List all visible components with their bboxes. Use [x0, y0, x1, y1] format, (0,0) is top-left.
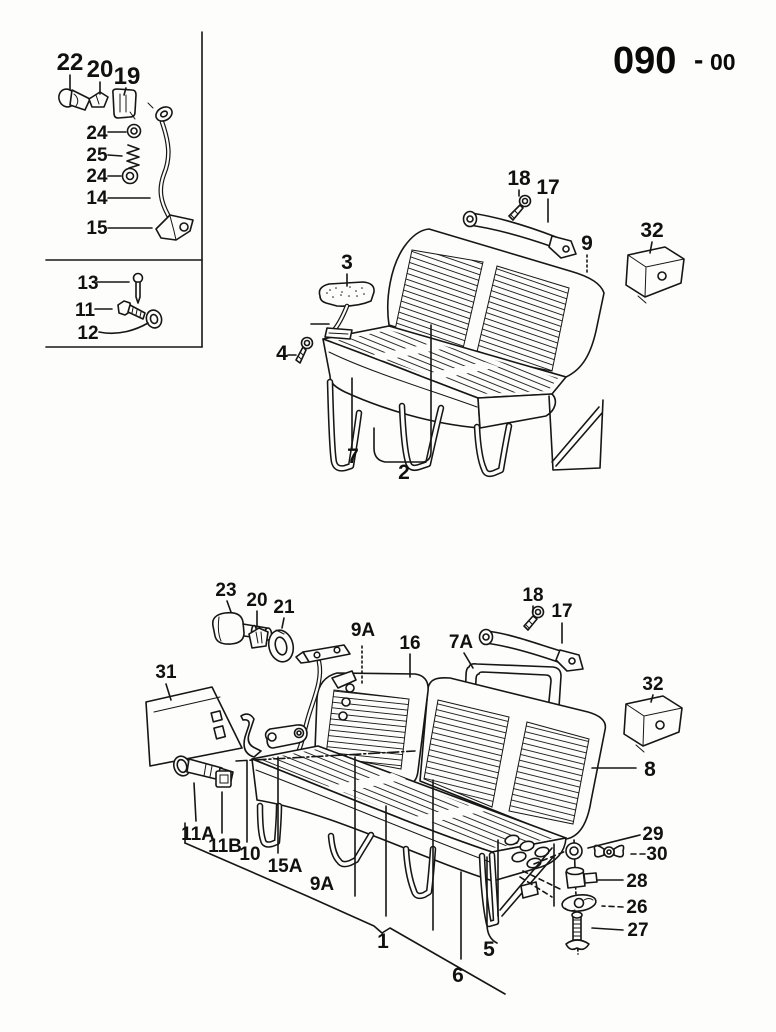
- part-label-16: 16: [399, 633, 420, 654]
- upper-seat-assembly: 18 17 9 32 3 4 7 2: [276, 167, 685, 484]
- ashtray-lower: [623, 695, 683, 753]
- lower-backrest-left: [314, 670, 429, 786]
- plug-part: [58, 88, 91, 111]
- part-label-19: 19: [114, 63, 141, 90]
- pivot-arm-part: [264, 724, 308, 749]
- spacer-block-part: [565, 866, 598, 889]
- hinge-strap-lower: [478, 628, 584, 672]
- part-label-17b: 17: [551, 601, 572, 622]
- part-label-10: 10: [239, 844, 260, 865]
- escutcheon-ring-part: [267, 629, 295, 663]
- part-label-32b: 32: [642, 674, 663, 695]
- bolt-part: [117, 300, 146, 320]
- latch-hardware-group: 22 20 19 24 25 24 14 15: [57, 49, 194, 241]
- side-board-part: [145, 686, 243, 767]
- clip-part-b: [248, 627, 269, 649]
- part-label-11a: 11A: [181, 824, 215, 845]
- part-label-14: 14: [86, 188, 108, 209]
- wing-nut-part: [593, 844, 625, 858]
- strap-screw-upper: [508, 194, 532, 221]
- nut-29-part: [565, 842, 583, 860]
- part-label-17a: 17: [536, 176, 559, 199]
- part-label-22: 22: [57, 49, 84, 76]
- part-label-6: 6: [452, 964, 464, 987]
- part-label-15: 15: [86, 218, 108, 239]
- armrest-screw: [295, 336, 314, 364]
- part-label-30: 30: [646, 844, 667, 865]
- clip-part-a: [88, 91, 109, 108]
- hinge-pin-group: 13 11 12: [75, 272, 163, 344]
- nut-part: [121, 167, 139, 185]
- part-label-20a: 20: [87, 56, 114, 83]
- spring-part: [126, 144, 140, 169]
- leader-lines-box: [94, 281, 149, 335]
- page-code-suffix: 00: [710, 49, 736, 75]
- upper-backrest: [386, 228, 605, 378]
- part-label-4: 4: [276, 342, 288, 365]
- part-label-3: 3: [341, 251, 353, 274]
- pin-part: [132, 272, 144, 304]
- part-label-1: 1: [377, 930, 389, 953]
- page-code-main: 090: [613, 40, 676, 82]
- leader-lines-topleft: [69, 74, 153, 229]
- part-label-11b: 11B: [208, 836, 242, 857]
- part-label-7a: 7A: [449, 632, 474, 653]
- part-label-23: 23: [215, 580, 236, 601]
- frame-lines: [45, 31, 203, 348]
- armrest-part: [310, 281, 375, 340]
- part-label-8: 8: [644, 758, 656, 781]
- mounting-bolt-part: [565, 911, 590, 951]
- upper-seat-legs: [330, 382, 604, 474]
- washer-part: [126, 123, 142, 139]
- part-label-13: 13: [77, 273, 98, 294]
- part-label-18a: 18: [507, 167, 531, 190]
- latch-housing-part: [112, 88, 137, 120]
- part-label-31: 31: [155, 662, 177, 683]
- strap-screw-lower: [523, 605, 545, 631]
- part-label-24b: 24: [86, 166, 108, 187]
- pivot-clip-part: [215, 770, 232, 788]
- release-rod-part: [147, 102, 173, 218]
- washer-plate-part: [561, 893, 597, 913]
- lower-backrest-right: [419, 676, 607, 840]
- mounting-hardware-group: [519, 839, 625, 955]
- part-label-24a: 24: [86, 123, 108, 144]
- part-label-9a-bot: 9A: [310, 874, 335, 895]
- rod-bracket-part: [155, 214, 194, 241]
- part-label-28: 28: [626, 871, 647, 892]
- part-label-26: 26: [626, 897, 647, 918]
- part-label-29: 29: [642, 824, 663, 845]
- part-label-18b: 18: [522, 585, 543, 606]
- part-label-2: 2: [398, 461, 410, 484]
- part-label-32a: 32: [640, 219, 663, 242]
- part-label-25: 25: [86, 145, 108, 166]
- part-label-27: 27: [627, 920, 648, 941]
- leader-lines-upper-seat: [287, 189, 653, 463]
- part-label-9a-top: 9A: [351, 620, 376, 641]
- part-label-20b: 20: [246, 590, 267, 611]
- part-label-21: 21: [273, 597, 295, 618]
- part-label-12: 12: [77, 323, 98, 344]
- leader-lines-lower-seat: [165, 600, 654, 995]
- oring-part: [145, 309, 163, 329]
- pivot-hook-part: [240, 713, 262, 758]
- lower-seat-assembly: 23 20 21 9A 16 7A 18 17 31 32 8 29 30 28…: [145, 580, 683, 995]
- ashtray-upper: [625, 246, 685, 304]
- page-code-dash: -: [694, 44, 703, 75]
- page-code: 090 - 00: [613, 40, 736, 82]
- hinge-strap-upper: [462, 210, 577, 259]
- part-label-11: 11: [75, 300, 96, 321]
- part-label-15a: 15A: [268, 856, 303, 877]
- part-label-9: 9: [581, 232, 593, 255]
- part-label-5: 5: [483, 938, 495, 961]
- part-label-7: 7: [347, 445, 359, 468]
